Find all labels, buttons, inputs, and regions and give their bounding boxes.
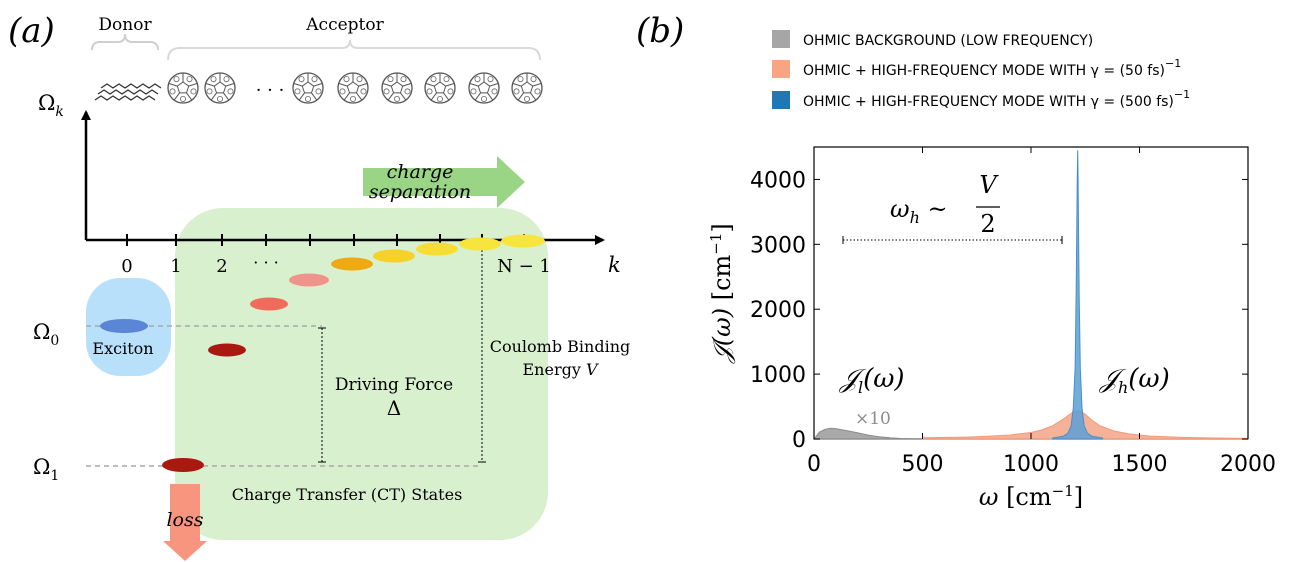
fullerene-icon — [468, 72, 500, 104]
legend: OHMIC BACKGROUND (LOW FREQUENCY) OHMIC +… — [772, 30, 1190, 110]
ct-state-dark-red — [208, 343, 246, 357]
x-tick-label: 500 — [902, 452, 944, 477]
driving-force-symbol: Δ — [387, 396, 401, 420]
charge-separation-arrow — [363, 156, 525, 208]
panel-b-label: (b) — [636, 11, 684, 51]
ct-state-pink — [289, 273, 329, 287]
y-tick-label: 0 — [792, 428, 806, 453]
plot-frame — [813, 146, 1249, 440]
energy-states — [100, 234, 545, 472]
ct-state-orange — [331, 257, 373, 271]
fullerene-icon — [292, 72, 324, 104]
Jl-label: 𝒥l(ω) — [838, 364, 905, 397]
y-tick-label: 3000 — [750, 233, 806, 258]
x-tick-label: 1000 — [1003, 452, 1059, 477]
legend-text-grey: OHMIC BACKGROUND (LOW FREQUENCY) — [803, 33, 1093, 49]
loss-label: loss — [166, 509, 203, 531]
axis-ticks: 0 500 1000 1500 2000 0 1000 2000 3000 4000 — [750, 147, 1276, 477]
tick-label-1: 1 — [170, 256, 181, 277]
ct-state-salmon — [250, 297, 288, 311]
charge-label: charge — [387, 161, 454, 183]
fullerene-icon — [204, 72, 236, 104]
Jh-label: 𝒥h(ω) — [1098, 364, 1170, 397]
panel-b: (b) OHMIC BACKGROUND (LOW FREQUENCY) OHM… — [636, 11, 1276, 511]
fullerene-icon — [424, 72, 456, 104]
y-tick-label: 4000 — [750, 168, 806, 193]
donor-label: Donor — [98, 15, 152, 35]
tick-label-2: 2 — [216, 256, 227, 277]
legend-swatch-grey — [772, 30, 790, 48]
y-axis-label: 𝒥(ω) [cm−1] — [707, 223, 736, 364]
ct-state-yellow-1 — [373, 249, 415, 263]
donor-brace — [91, 33, 159, 51]
svg-text:V: V — [979, 171, 999, 199]
ct-state-yellow-3 — [459, 237, 501, 251]
panel-a: (a) Donor Acceptor · · · charge separati… — [8, 11, 630, 561]
coulomb-binding-label-line2: Energy V — [522, 360, 598, 379]
legend-swatch-blue — [772, 91, 790, 109]
omega-h-annotation: ωh ~ V 2 — [890, 171, 1000, 238]
driving-force-label: Driving Force — [335, 375, 453, 395]
acceptor-brace — [167, 39, 541, 61]
y-tick-label: 1000 — [750, 363, 806, 388]
acceptor-label: Acceptor — [305, 15, 384, 35]
svg-text:2: 2 — [980, 210, 995, 238]
donor-polymer-icon — [94, 83, 162, 101]
series-ohmic-background — [812, 427, 945, 440]
tick-label-n-minus-1: N − 1 — [497, 256, 551, 277]
x10-label: ×10 — [855, 409, 891, 429]
ct-states-region — [175, 208, 548, 540]
y-tick-label: 2000 — [750, 298, 806, 323]
fullerene-icon — [381, 72, 413, 104]
omega-0-label: Ω0 — [33, 320, 59, 349]
tick-label-ellipsis: · · · — [253, 253, 278, 272]
coulomb-binding-label-line1: Coulomb Binding — [490, 337, 631, 356]
exciton-label: Exciton — [92, 339, 153, 358]
ct-state-yellow-2 — [416, 242, 458, 256]
fullerene-icon — [511, 72, 543, 104]
k-axis-label: k — [608, 253, 621, 277]
omega-k-label: Ωk — [38, 91, 64, 120]
x-axis-label: ω [cm−1] — [979, 482, 1083, 511]
legend-swatch-orange — [772, 60, 790, 78]
omega-1-label: Ω1 — [33, 455, 59, 484]
legend-text-orange: OHMIC + HIGH-FREQUENCY MODE WITH γ = (50… — [803, 57, 1181, 79]
exciton-state — [100, 319, 148, 333]
x-tick-label: 2000 — [1220, 452, 1276, 477]
panel-a-label: (a) — [8, 11, 55, 51]
x-tick-label: 1500 — [1112, 452, 1168, 477]
series-layer — [812, 150, 1249, 440]
acceptor-ellipsis: · · · — [256, 80, 285, 101]
tick-label-0: 0 — [121, 256, 132, 277]
ct-states-label: Charge Transfer (CT) States — [232, 485, 463, 504]
legend-text-blue: OHMIC + HIGH-FREQUENCY MODE WITH γ = (50… — [803, 88, 1190, 110]
x-tick-label: 0 — [807, 452, 821, 477]
fullerene-icon — [337, 72, 369, 104]
separation-label: separation — [369, 181, 471, 203]
fullerene-icon — [167, 72, 199, 104]
ground-ct-state — [162, 458, 204, 472]
svg-text:ωh ~: ωh ~ — [890, 195, 948, 227]
series-500fs — [1052, 150, 1104, 440]
acceptor-fullerenes — [167, 72, 543, 104]
ct-state-yellow-4 — [501, 234, 545, 248]
loss-arrow — [163, 484, 207, 561]
